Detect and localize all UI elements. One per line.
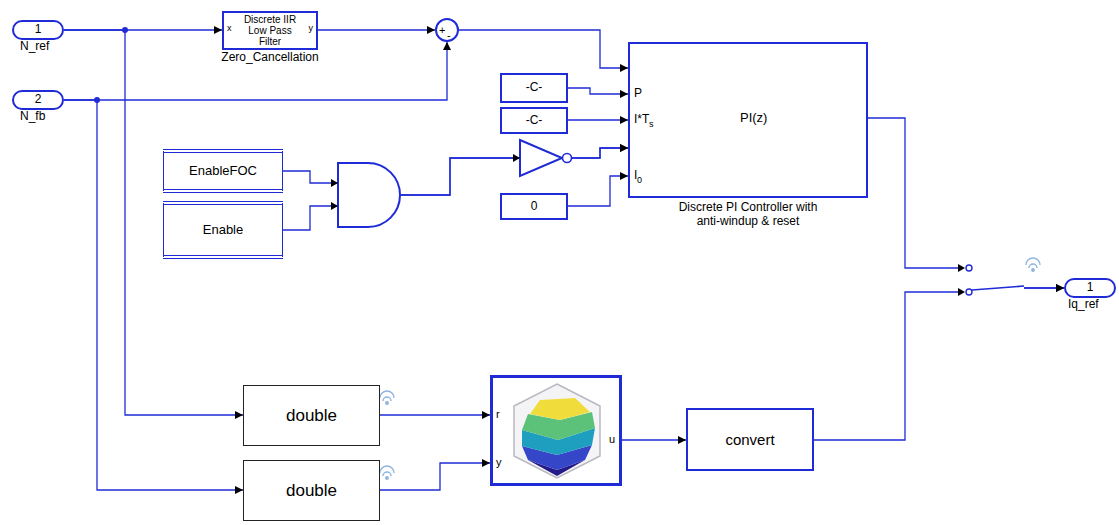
log-icon <box>386 477 388 479</box>
block-label: P <box>634 87 642 101</box>
not-gate-symbol <box>520 140 562 176</box>
switch-blade <box>972 286 1024 290</box>
signal-line <box>64 42 447 100</box>
signal-line <box>318 29 435 30</box>
arrowhead <box>958 264 965 272</box>
data-store-read: EnableFOC <box>163 149 283 193</box>
block-label: I <box>634 169 637 183</box>
block-label: convert <box>725 431 774 448</box>
signal-line <box>459 30 628 68</box>
block-label: s <box>649 119 654 129</box>
block-label: I*T <box>634 113 649 127</box>
block-label: 1 <box>35 23 42 37</box>
block-label: u <box>609 433 615 446</box>
block-label: EnableFOC <box>189 164 257 179</box>
constant-block: 0 <box>500 193 568 220</box>
signal-line <box>283 148 628 230</box>
block-label: double <box>286 406 337 426</box>
surface-icon <box>514 384 600 478</box>
signal-line <box>568 119 628 120</box>
block-label: - <box>447 29 451 42</box>
and-gate <box>331 163 400 227</box>
junction-dots <box>94 27 128 103</box>
signal-line <box>622 439 686 440</box>
arrowhead <box>958 288 965 296</box>
log-icon <box>380 466 394 476</box>
switch-contact <box>966 289 972 295</box>
block-label: PI(z) <box>740 111 767 126</box>
block-label: x <box>227 23 232 33</box>
signal-line <box>868 118 1064 288</box>
data-type-block: double <box>243 460 380 521</box>
block-label: double <box>286 481 337 501</box>
constant-block: -C- <box>500 73 568 103</box>
block-label: + <box>439 24 445 37</box>
log-icon <box>380 391 394 401</box>
junction-dot <box>122 27 128 33</box>
not-gate <box>513 140 572 176</box>
outport: 1Iq_ref <box>1064 278 1116 298</box>
block-label: Iq_ref <box>1068 298 1099 312</box>
icon-frame <box>514 384 600 478</box>
signal-line <box>380 463 490 490</box>
block-label: Discrete IIR Low Pass Filter <box>236 14 304 47</box>
block-label: N_ref <box>20 40 49 54</box>
data-store-read: Enable <box>163 201 283 259</box>
log-icon <box>1026 258 1040 268</box>
signal-line <box>283 148 628 195</box>
log-icon <box>386 402 388 404</box>
log-icon <box>1032 269 1034 271</box>
not-bubble <box>563 154 572 163</box>
inport: 2N_fb <box>12 90 64 110</box>
surface-band <box>530 398 590 420</box>
junction-dot <box>94 97 100 103</box>
block-label: -C- <box>526 81 543 95</box>
arrowhead <box>331 202 338 210</box>
arrowhead <box>513 154 520 162</box>
sum-circle: +- <box>435 18 459 42</box>
signal-line <box>568 176 628 206</box>
arrowhead <box>331 179 338 187</box>
block-label: Zero_Cancellation <box>174 51 366 65</box>
block-label: N_fb <box>20 110 45 124</box>
signal-line <box>568 88 628 94</box>
and-gate-symbol <box>338 163 400 227</box>
signal-line <box>380 414 490 415</box>
block-label: y <box>496 456 502 469</box>
switch-symbol <box>958 264 1024 296</box>
signal-log-icons <box>380 258 1040 479</box>
block-label: Enable <box>203 223 243 238</box>
block-label: 1 <box>1087 281 1094 295</box>
block-label: 2 <box>35 93 42 107</box>
block-label: 0 <box>637 175 642 185</box>
block-label: -C- <box>526 114 543 128</box>
switch-contact <box>966 265 972 271</box>
signal-line <box>64 30 243 415</box>
constant-block: -C- <box>500 107 568 134</box>
block-label: r <box>496 408 500 421</box>
block-label: Discrete PI Controller with anti-windup … <box>672 200 824 229</box>
convert-block: convert <box>686 408 814 471</box>
inport: 1N_ref <box>12 20 64 40</box>
lookup-surface-block: r y u <box>490 375 622 486</box>
data-type-block: double <box>243 385 380 446</box>
block-label: y <box>309 23 314 33</box>
block-label: 0 <box>531 200 538 214</box>
signal-line <box>814 288 1064 440</box>
filter-block: xDiscrete IIR Low Pass FilteryZero_Cance… <box>222 11 318 50</box>
pi-controller: PI*TsI0PI(z)Discrete PI Controller with … <box>628 42 868 198</box>
